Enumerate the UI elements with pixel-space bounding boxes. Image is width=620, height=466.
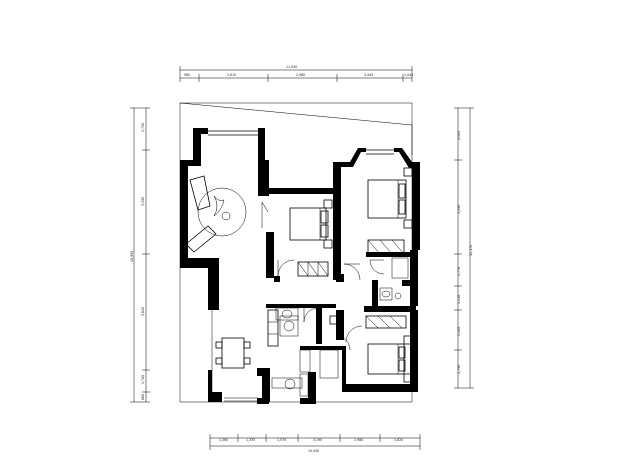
chair: [243, 341, 251, 349]
nightstand: [403, 219, 413, 229]
bedroom-2: [345, 315, 412, 383]
dining-area: [215, 337, 251, 369]
pillow: [320, 224, 329, 238]
nightstand: [403, 335, 412, 345]
top-dimension-segment: 2,610: [227, 73, 236, 77]
right-dimension-segment: 2,100: [457, 327, 461, 336]
bottom-dimension-segment: 1,330: [246, 438, 255, 442]
bed: [289, 207, 327, 241]
nightstand: [323, 239, 333, 249]
second-bathroom: [275, 307, 351, 351]
nightstand: [323, 199, 333, 209]
left-dimension-segment: 660: [141, 394, 145, 400]
door-swing-icon: [303, 307, 319, 323]
round-rug: [197, 187, 247, 237]
left-overall-dimension: 10,990: [130, 251, 134, 262]
left-dimension-segment: 3,190: [141, 197, 145, 206]
left-dimension-chain: 1,720 3,190 3,640 1,780 660 10,990: [130, 107, 150, 403]
sofa: [189, 175, 211, 211]
chair: [243, 357, 251, 365]
right-dimension-segment: 3,190: [457, 205, 461, 214]
nightstand: [403, 167, 413, 177]
cabinet: [319, 349, 339, 379]
counter: [271, 377, 303, 389]
wardrobe: [365, 315, 407, 329]
master-bedroom: [367, 167, 413, 255]
toilet-icon: [329, 315, 339, 325]
pillow: [398, 346, 406, 359]
door-swing-icon: [277, 259, 295, 277]
wardrobe: [297, 261, 329, 277]
right-dimension-chain: 2,105 3,190 1,770 1,210 2,100 1,790 12,1…: [454, 107, 474, 389]
top-dimension-segment: 1,045: [404, 73, 413, 77]
bottom-dimension-chain: 1,360 1,330 1,570 3,190 1,980 1,620 10,0…: [209, 434, 421, 453]
top-dimension-segment: 960: [184, 73, 190, 77]
top-overall-dimension: 11,040: [286, 65, 297, 69]
left-dimension-segment: 1,780: [141, 375, 145, 384]
washbasin: [275, 307, 299, 321]
pillow: [398, 359, 406, 372]
living-room-furniture: [185, 175, 269, 253]
right-dimension-segment: 1,790: [457, 365, 461, 374]
right-dimension-segment: 1,210: [457, 295, 461, 304]
bottom-dimension-segment: 1,980: [354, 438, 363, 442]
toilet-icon: [394, 292, 402, 300]
dining-table: [221, 337, 245, 369]
pillow: [398, 199, 406, 215]
bed: [367, 343, 405, 375]
door-swing-icon: [369, 259, 385, 275]
door-swing-icon: [345, 325, 363, 343]
side-table: [221, 211, 231, 221]
door-swing-icon: [261, 201, 269, 228]
kitchen-sink: [279, 315, 299, 337]
top-dimension-segment: 3,445: [364, 73, 373, 77]
wardrobe: [367, 239, 405, 255]
left-dimension-segment: 3,640: [141, 307, 145, 316]
chair: [215, 357, 223, 365]
plant-icon: [213, 195, 225, 217]
nightstand: [403, 373, 412, 383]
bed: [367, 179, 407, 219]
lounge-chair: [185, 225, 217, 253]
plan-outline: [179, 102, 413, 403]
right-overall-dimension: 12,170: [469, 245, 473, 256]
bottom-dimension-segment: 1,360: [219, 438, 228, 442]
bottom-dimension-segment: 1,620: [394, 438, 403, 442]
pillow: [398, 183, 406, 199]
door-swing-icon: [343, 263, 361, 281]
pillow: [320, 210, 329, 224]
bedroom-1: [277, 199, 361, 281]
chair: [215, 341, 223, 349]
fridge: [299, 349, 311, 373]
top-dimension-chain: 11,040 960 2,610 2,980 3,445 1,045: [179, 65, 413, 82]
right-dimension-segment: 1,770: [457, 267, 461, 276]
top-dimension-segment: 2,980: [296, 73, 305, 77]
master-bathroom: [369, 257, 409, 301]
counter: [267, 309, 279, 347]
bottom-dimension-segment: 1,570: [277, 438, 286, 442]
bottom-dimension-segment: 3,190: [313, 438, 322, 442]
left-dimension-segment: 1,720: [141, 123, 145, 132]
washbasin: [379, 287, 393, 301]
appliance: [284, 378, 296, 390]
bottom-overall-dimension: 10,040: [308, 449, 319, 453]
windows: [181, 166, 417, 402]
shower: [391, 257, 409, 279]
kitchen: [267, 309, 339, 397]
right-dimension-segment: 2,105: [457, 131, 461, 140]
